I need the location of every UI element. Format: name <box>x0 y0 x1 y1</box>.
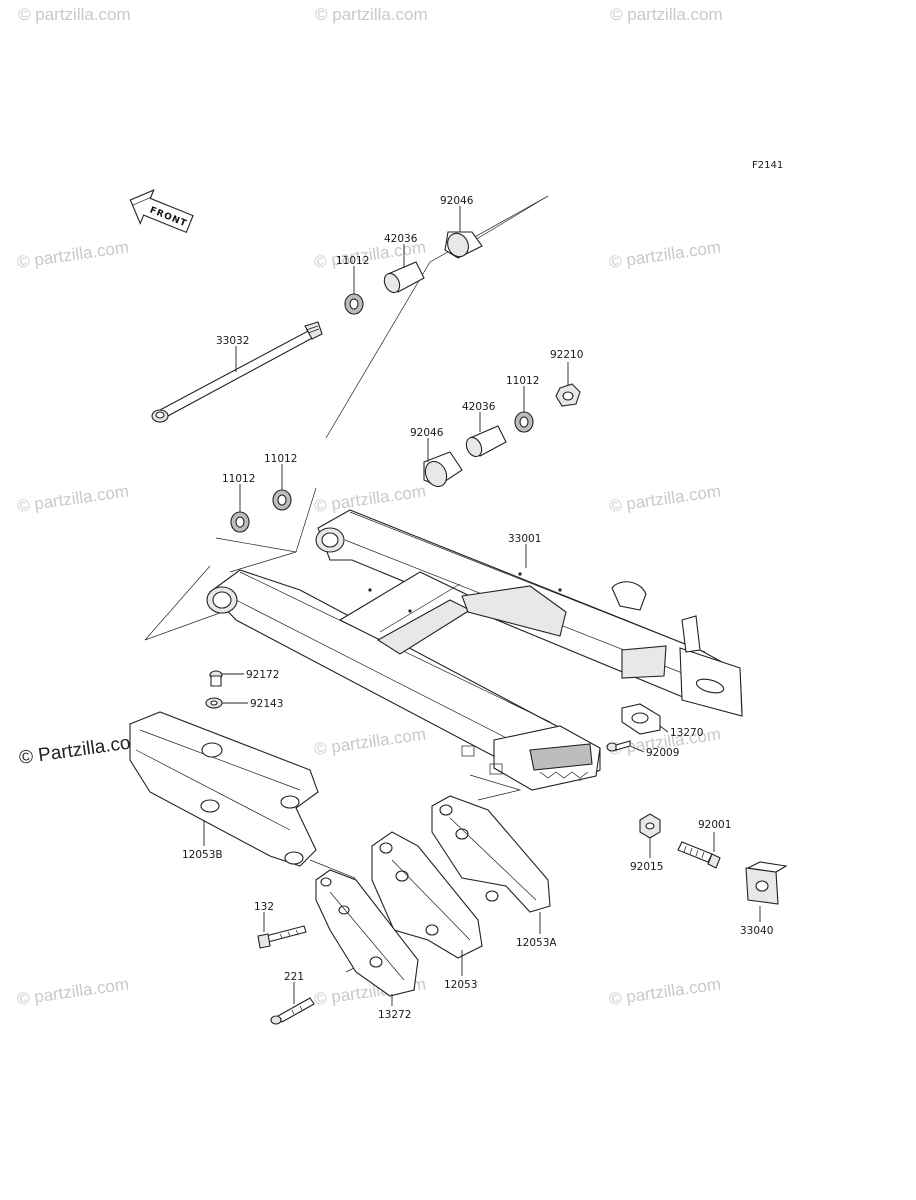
part-label: 92046 <box>440 195 474 207</box>
watermark-layer: © partzilla.com © partzilla.com © partzi… <box>16 5 723 1009</box>
watermark: © partzilla.com <box>608 974 722 1008</box>
watermark: © partzilla.com <box>610 5 723 24</box>
part-label: 12053A <box>516 937 557 949</box>
seal-11012-top <box>344 293 364 315</box>
bearing-92046-top <box>444 231 483 259</box>
watermark: © partzilla.com <box>313 481 427 515</box>
bolt-132 <box>257 925 307 949</box>
part-label: 13272 <box>378 1009 411 1021</box>
part-label: 92001 <box>698 819 731 831</box>
part-labels: 92046 42036 11012 33032 92210 11012 4203… <box>182 195 773 1021</box>
part-label: 92210 <box>550 349 583 361</box>
part-label: 42036 <box>462 401 496 413</box>
guard-plate-12053 <box>371 831 483 959</box>
part-label: 33032 <box>216 335 249 347</box>
seal-11012-left <box>230 511 250 533</box>
watermark: © partzilla.com <box>608 481 722 515</box>
nut-92210 <box>555 383 581 407</box>
part-label: 132 <box>254 901 274 913</box>
watermark: © partzilla.com <box>16 974 130 1008</box>
adjuster-block-33040 <box>745 861 788 905</box>
part-label: 42036 <box>384 233 418 245</box>
part-label: 11012 <box>506 375 539 387</box>
chain-guide-12053B <box>129 711 319 867</box>
collar-42036-top <box>383 261 425 294</box>
part-label: 92046 <box>410 427 444 439</box>
watermark: © partzilla.com <box>16 481 130 515</box>
part-label: 12053 <box>444 979 477 991</box>
watermark: © partzilla.com <box>315 5 428 24</box>
nut-92015 <box>639 813 661 839</box>
watermark: © partzilla.com <box>608 237 722 271</box>
bearing-92046-mid <box>423 451 463 488</box>
part-label: 92009 <box>646 747 679 759</box>
watermark: © partzilla.com <box>313 724 427 758</box>
watermark: © partzilla.com <box>16 237 130 271</box>
front-arrow-icon: FRONT <box>129 189 194 234</box>
part-label: 92015 <box>630 861 663 873</box>
part-label: 11012 <box>222 473 255 485</box>
guard-plate-13272 <box>315 869 419 997</box>
bolt-92172 <box>209 670 223 687</box>
figure-code: F2141 <box>752 160 783 171</box>
collar-42036-mid <box>465 425 507 458</box>
watermark: © partzilla.com <box>18 5 131 24</box>
washer-92143 <box>205 697 223 709</box>
watermark-dark: © Partzilla.com <box>18 730 148 769</box>
seal-11012-mid <box>272 489 292 511</box>
leader-lines <box>203 206 761 1006</box>
part-label: 12053B <box>182 849 223 861</box>
swingarm-33001 <box>206 509 743 791</box>
part-label: 92172 <box>246 669 279 681</box>
guard-plate-12053A <box>431 795 551 913</box>
bolt-221 <box>270 997 315 1025</box>
part-label: 221 <box>284 971 304 983</box>
part-label: 11012 <box>264 453 297 465</box>
part-label: 33040 <box>740 925 773 937</box>
plate-13270 <box>621 703 661 735</box>
part-label: 11012 <box>336 255 369 267</box>
part-label: 33001 <box>508 533 541 545</box>
seal-11012-right <box>514 411 534 433</box>
pivot-shaft-33032 <box>151 321 323 423</box>
adjust-bolt-92001 <box>677 841 721 869</box>
part-label: 92143 <box>250 698 283 710</box>
part-label: 13270 <box>670 727 703 739</box>
